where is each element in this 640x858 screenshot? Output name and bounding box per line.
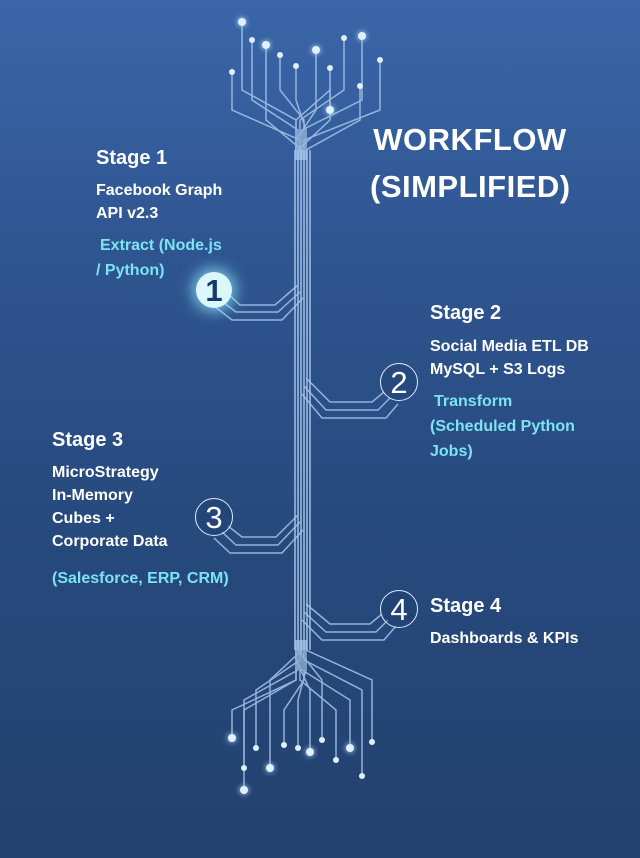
top-root-line [303, 60, 381, 160]
stage-2-branch [305, 377, 385, 403]
stage-1-hl-line-1: Extract (Node.js [100, 237, 222, 254]
circuit-node-dot [357, 83, 363, 89]
stage-4-branch [301, 619, 397, 641]
stage-2-desc-line-2: MySQL + S3 Logs [430, 361, 566, 378]
bottom-root-line [303, 640, 363, 776]
circuit-node-dot [293, 63, 299, 69]
stage-4-branch [303, 611, 389, 633]
circuit-node-dot [262, 41, 270, 49]
stage-1-description: Facebook Graph API v2.3 [96, 179, 286, 225]
step-number-1: 1 [196, 272, 232, 308]
stage-3-desc-line-1: MicroStrategy [52, 464, 159, 481]
circuit-node-dot [253, 745, 259, 751]
stage-2-desc-line-1: Social Media ETL DB [430, 338, 589, 355]
stage-3-branch [227, 514, 299, 538]
step-number-2: 2 [380, 363, 418, 401]
stage-4-desc-line-1: Dashboards & KPIs [430, 630, 579, 647]
stage-4-heading: Stage 4 [430, 595, 502, 617]
stage-1-branch [219, 291, 301, 313]
stage-3-branch [221, 521, 301, 546]
circuit-node-dot [281, 742, 287, 748]
stage-4-block: Stage 4 Dashboards & KPIs [430, 595, 630, 650]
stage-1-branch [225, 284, 299, 306]
stage-1-heading: Stage 1 [96, 147, 168, 169]
step-number-4: 4 [380, 590, 418, 628]
circuit-node-dot [341, 35, 347, 41]
stage-3-desc-line-4: Corporate Data [52, 533, 168, 550]
top-root-line [299, 38, 345, 160]
stage-2-hl-line-3: Jobs) [430, 443, 473, 460]
bottom-root-line [255, 640, 301, 748]
circuit-node-dot [333, 757, 339, 763]
title-line-2: (SIMPLIFIED) [370, 169, 571, 204]
circuit-node-dot [228, 734, 236, 742]
stage-1-desc-line-2: API v2.3 [96, 205, 159, 222]
stage-2-block: Stage 2 Social Media ETL DB MySQL + S3 L… [430, 302, 635, 464]
circuit-node-dot [277, 52, 283, 58]
stage-2-description: Social Media ETL DB MySQL + S3 Logs [430, 335, 635, 381]
stage-2-branch [303, 385, 391, 411]
circuit-node-dot [295, 745, 301, 751]
stage-3-block: Stage 3 MicroStrategy In-Memory Cubes + … [52, 429, 252, 591]
title-line-1: WORKFLOW [373, 122, 567, 157]
bottom-root-line [243, 640, 297, 790]
stage-2-highlight: Transform (Scheduled Python Jobs) [430, 389, 635, 464]
bottom-root-line [297, 640, 307, 748]
bottom-root-line [299, 640, 337, 760]
stage-3-desc-line-3: Cubes + [52, 510, 115, 527]
stage-2-hl-line-2: (Scheduled Python [430, 418, 575, 435]
bottom-root-line [305, 640, 373, 742]
stage-4-description: Dashboards & KPIs [430, 627, 630, 650]
bottom-root-line [243, 640, 299, 768]
circuit-node-dot [240, 786, 248, 794]
top-root-line [305, 86, 361, 160]
circuit-node-dot [319, 737, 325, 743]
top-root-line [251, 40, 299, 160]
circuit-node-dot [306, 748, 314, 756]
bottom-root-line [297, 640, 323, 740]
circuit-node-dot [266, 764, 274, 772]
stage-1-block: Stage 1 Facebook Graph API v2.3 Extract … [96, 147, 286, 283]
workflow-title: WORKFLOW (SIMPLIFIED) [370, 116, 570, 210]
stage-3-desc-line-2: In-Memory [52, 487, 133, 504]
stage-3-highlight: (Salesforce, ERP, CRM) [52, 566, 252, 591]
circuit-node-dot [229, 69, 235, 75]
circuit-node-dot [241, 765, 247, 771]
top-root-line [295, 88, 331, 160]
stage-2-hl-line-1: Transform [434, 393, 513, 410]
stage-3-branch [213, 529, 304, 554]
stage-3-hl-line-1: (Salesforce, ERP, CRM) [52, 570, 229, 587]
circuit-node-dot [326, 106, 334, 114]
circuit-node-dot [369, 739, 375, 745]
circuit-node-dot [327, 65, 333, 71]
stage-1-desc-line-1: Facebook Graph [96, 182, 223, 199]
circuit-node-dot [312, 46, 320, 54]
circuit-node-dot [359, 773, 365, 779]
circuit-node-dot [358, 32, 366, 40]
stage-3-description: MicroStrategy In-Memory Cubes + Corporat… [52, 461, 252, 553]
bottom-root-line [301, 640, 351, 748]
stage-1-branch [213, 297, 304, 321]
circuit-node-dot [346, 744, 354, 752]
circuit-node-dot [238, 18, 246, 26]
stage-1-hl-line-2: / Python) [96, 262, 165, 279]
stage-4-branch [305, 603, 383, 625]
circuit-node-dot [249, 37, 255, 43]
stage-2-branch [301, 393, 399, 419]
bottom-root-line [283, 640, 305, 745]
top-root-line [301, 36, 363, 160]
step-number-3: 3 [195, 498, 233, 536]
stage-2-heading: Stage 2 [430, 302, 502, 324]
circuit-node-dot [377, 57, 383, 63]
stage-1-highlight: Extract (Node.js / Python) [96, 233, 286, 283]
stage-3-heading: Stage 3 [52, 429, 124, 451]
